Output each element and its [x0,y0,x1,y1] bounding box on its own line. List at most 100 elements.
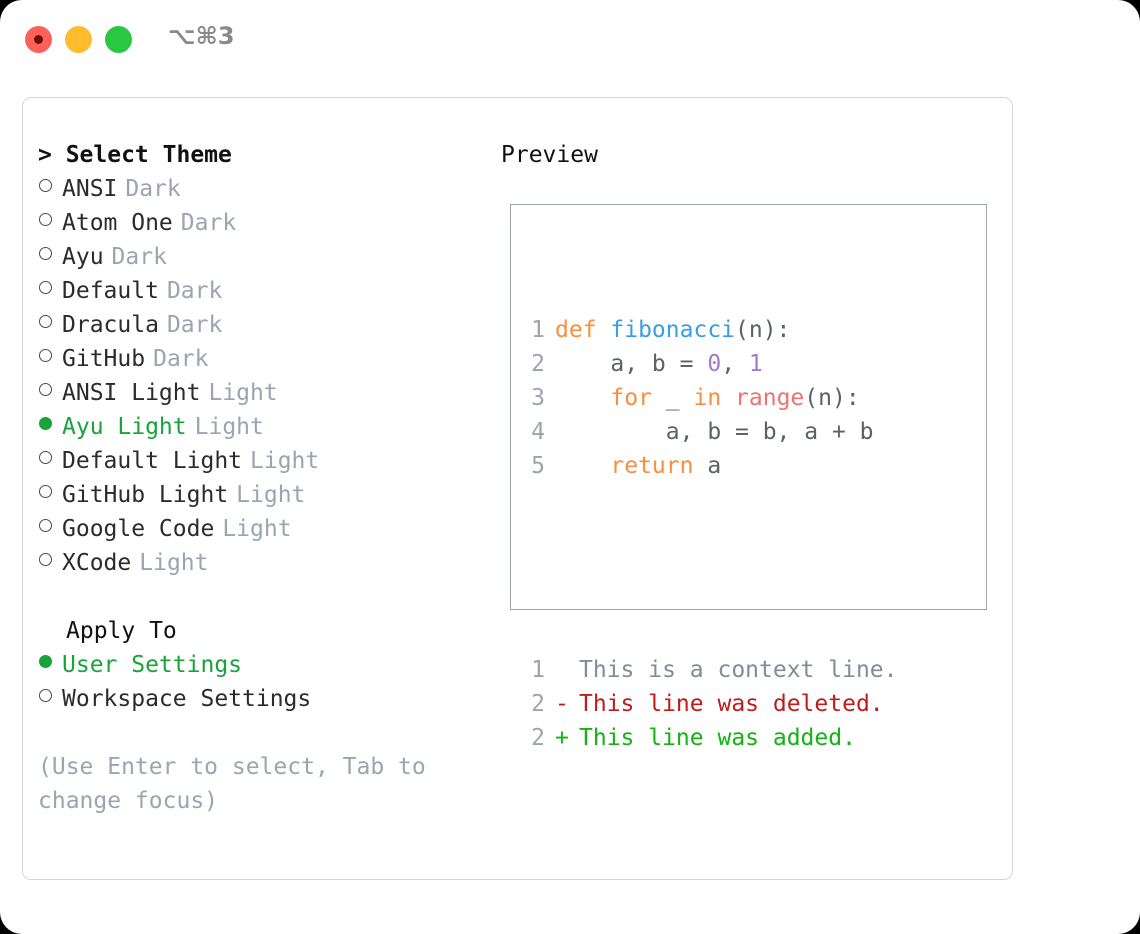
code-line: 5 return a [525,449,898,483]
diff-marker: + [555,725,569,751]
code-token: 0 [707,351,722,377]
maximize-window-button[interactable] [105,26,132,53]
code-token: (n): [804,385,860,411]
line-number: 5 [531,453,545,479]
line-number: 4 [531,419,545,445]
line-number: 2 [531,725,545,751]
theme-option-default[interactable]: Default Dark [38,274,488,308]
line-number: 2 [531,691,545,717]
code-line: 3 for _ in range(n): [525,381,898,415]
apply-to-option-name: User Settings [62,652,243,678]
code-token [555,453,610,479]
theme-option-name: Default Light [62,448,243,474]
apply-to-label: Apply To [66,618,177,644]
code-token: range [735,385,805,411]
code-token: for [610,385,652,411]
close-window-button[interactable] [25,26,52,53]
keyboard-hint: (Use Enter to select, Tab to change focu… [38,754,440,814]
theme-option-tag: Dark [125,176,181,202]
theme-option-default-light[interactable]: Default Light Light [38,444,488,478]
code-token: fibonacci [610,317,736,343]
code-token: (n): [735,317,791,343]
theme-option-tag: Light [208,380,278,406]
title-bar: ⌥⌘3 [0,0,1140,78]
apply-to-option-name: Workspace Settings [62,686,312,712]
theme-option-ayu[interactable]: Ayu Dark [38,240,488,274]
preview-title: Preview [501,142,598,168]
theme-option-tag: Dark [166,278,223,304]
theme-option-name: Ayu Light [62,414,187,440]
line-number: 2 [531,351,545,377]
theme-option-tag: Light [222,516,292,542]
theme-option-name: Dracula [62,312,159,338]
diff-marker [555,653,579,687]
theme-option-github[interactable]: GitHub Dark [38,342,488,376]
theme-option-dracula[interactable]: Dracula Dark [38,308,488,342]
code-token [721,385,735,411]
code-line: 4 a, b = b, a + b [525,415,898,449]
theme-option-tag: Dark [180,210,237,236]
theme-option-google-code[interactable]: Google Code Light [38,512,488,546]
code-token: in [693,385,722,411]
minimize-window-button[interactable] [65,26,92,53]
theme-option-name: Ayu [62,244,104,270]
theme-option-tag: Light [250,448,320,474]
theme-option-name: GitHub Light [62,482,229,508]
select-theme-header: > Select Theme [38,142,232,168]
diff-text: This line was deleted. [579,691,884,717]
theme-option-name: Google Code [62,516,215,542]
theme-option-github-light[interactable]: GitHub Light Light [38,478,488,512]
code-blank-line [525,551,898,585]
diff-line: 2 + This line was added. [525,721,898,755]
diff-line: 1 This is a context line. [525,653,898,687]
theme-option-tag: Dark [111,244,167,270]
code-line: 1 def fibonacci(n): [525,313,898,347]
line-number: 1 [531,317,545,343]
theme-option-name: ANSI [62,176,118,202]
list-spacer [38,580,488,614]
code-line: 2 a, b = 0, 1 [525,347,898,381]
code-token: _ [651,385,694,411]
diff-text: This line was added. [579,725,856,751]
theme-option-name: Default [62,278,159,304]
code-token: a [693,453,722,479]
code-token: a, b = b, a + b [555,419,874,445]
diff-marker: - [555,691,569,717]
theme-option-ansi[interactable]: ANSI Dark [38,172,488,206]
theme-option-name: XCode [62,550,132,576]
code-token: def [555,317,611,343]
diff-lines: 1 This is a context line.2-This line was… [525,653,898,755]
line-number: 1 [531,657,545,683]
code-token [555,385,610,411]
code-token: return [610,453,694,479]
line-number: 3 [531,385,545,411]
code-token: , [721,351,749,377]
theme-option-name: ANSI Light [62,380,201,406]
diff-text: This is a context line. [579,657,898,683]
keyboard-shortcut-label: ⌥⌘3 [168,22,235,50]
apply-to-option-workspace-settings[interactable]: Workspace Settings [38,682,488,716]
theme-option-ansi-light[interactable]: ANSI Light Light [38,376,488,410]
theme-option-tag: Dark [153,346,209,372]
apply-to-option-user-settings[interactable]: User Settings [38,648,488,682]
code-token: 1 [748,351,763,377]
theme-option-tag: Light [236,482,306,508]
theme-option-tag: Dark [166,312,223,338]
theme-option-tag: Light [194,414,264,440]
code-token: a, b = [555,351,708,377]
theme-option-name: GitHub [62,346,146,372]
theme-option-ayu-light[interactable]: Ayu Light Light [38,410,488,444]
theme-option-xcode[interactable]: XCode Light [38,546,488,580]
diff-line: 2-This line was deleted. [525,687,898,721]
theme-option-tag: Light [139,550,209,576]
